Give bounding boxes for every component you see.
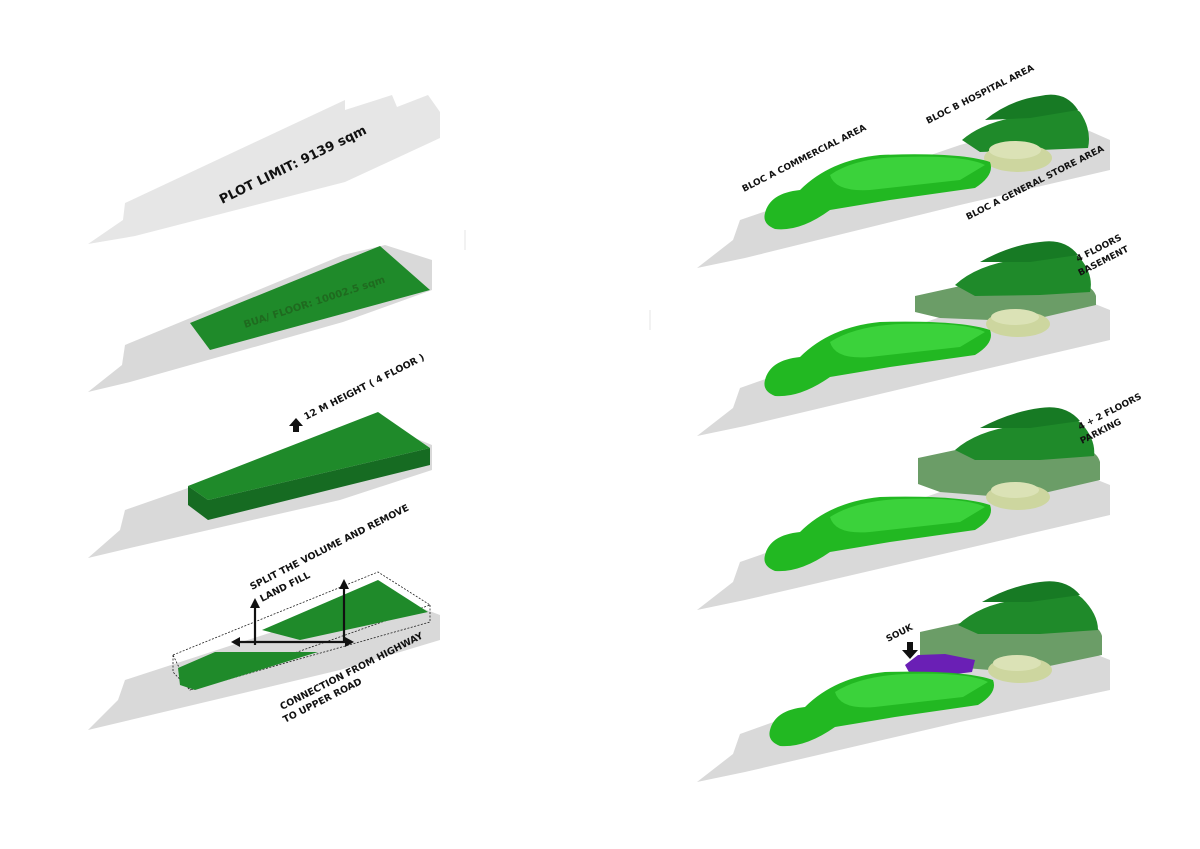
bloc-b-hospital-mass	[955, 407, 1095, 460]
panel-souk: SOUK	[697, 581, 1110, 782]
panel-parking: 4 + 2 FLOORS PARKING	[697, 392, 1144, 610]
lower-split-block	[178, 652, 318, 690]
height-arrow	[289, 418, 303, 432]
bloc-a-general-store-mass	[986, 482, 1050, 510]
bloc-b-hospital-mass	[958, 581, 1098, 634]
bua-floor-slab	[190, 246, 430, 350]
bloc-a-commercial-mass	[764, 496, 991, 572]
plot-limit-shape	[88, 95, 440, 244]
souk-arrow	[902, 642, 918, 659]
step-bua-floor: BUA/ FLOOR: 10002.5 sqm	[88, 245, 432, 392]
step-plot-limit: PLOT LIMIT: 9139 sqm	[88, 95, 440, 244]
panel-blocs: BLOC A COMMERCIAL AREA BLOC B HOSPITAL A…	[697, 63, 1110, 268]
volume-top	[188, 412, 430, 500]
souk-mass	[905, 654, 975, 676]
panel-basement: 4 FLOORS BASEMENT	[697, 233, 1131, 436]
bloc-a-general-store-mass	[988, 655, 1052, 683]
bloc-a-commercial-mass	[764, 154, 991, 230]
split-label-line1: SPLIT THE VOLUME AND REMOVE	[248, 503, 411, 593]
bloc-b-hospital-mass	[955, 241, 1091, 296]
split-arrows	[231, 579, 354, 647]
volume-side	[188, 448, 430, 520]
bloc-a-general-store-mass	[984, 141, 1052, 172]
bloc-b-hospital-mass	[962, 94, 1089, 152]
height-label: 12 M HEIGHT ( 4 FLOOR )	[302, 352, 426, 422]
bloc-a-general-store-mass	[986, 309, 1050, 337]
bloc-a-commercial-mass	[764, 321, 991, 397]
souk-label: SOUK	[885, 622, 916, 644]
bloc-a-commercial-mass	[769, 671, 994, 747]
